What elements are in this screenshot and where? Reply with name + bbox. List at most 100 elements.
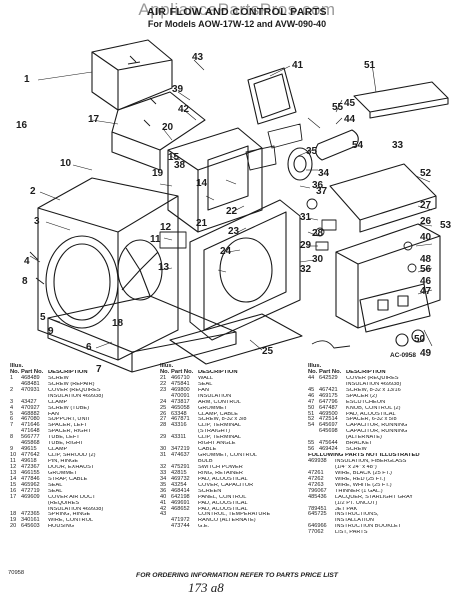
description: BRACKET	[346, 441, 373, 447]
col-header-desc: DESCRIPTION	[198, 369, 238, 375]
callout-label: 46	[420, 276, 432, 287]
table-row: (1/2 PT. UNCUT)	[308, 501, 466, 507]
part-no: 470927	[21, 404, 40, 411]
description: RING, RETAINER	[198, 470, 243, 476]
illus-no: 1	[10, 374, 14, 381]
part-no: 642198	[171, 493, 190, 500]
part-no: 466155	[21, 469, 40, 476]
description: CLAMP	[48, 447, 68, 453]
watermark: AppliancePartsPros.com	[138, 0, 336, 19]
description: SWITCH POWER	[198, 464, 243, 470]
illus-no: 31	[160, 452, 167, 459]
part-no: 473817	[171, 398, 190, 405]
description: FAN	[48, 411, 59, 417]
callout-label: 30	[312, 254, 324, 265]
callout-label: 51	[364, 60, 376, 71]
acoustical-pad	[247, 67, 297, 125]
illus-no: 26	[160, 410, 167, 417]
part-no: 43316	[171, 422, 187, 429]
escutcheon	[359, 283, 431, 333]
part-no: 472514	[319, 416, 338, 423]
callout-label: 39	[172, 84, 184, 95]
divider-wall	[189, 199, 301, 341]
illus-no: 24	[160, 398, 167, 405]
description: ESCUTCHEON	[346, 399, 386, 405]
description: DOOR, EXHAUST	[48, 464, 95, 470]
part-no: 647487	[319, 404, 338, 411]
air-flow-housing	[167, 127, 263, 233]
description: STRAP, CABLE	[48, 476, 88, 482]
control-bracket	[329, 163, 437, 233]
part-no: 645698	[319, 428, 338, 435]
illus-no: 56	[308, 446, 315, 453]
handwritten-note: 173 a8	[188, 580, 224, 595]
callout-label: 49	[420, 348, 432, 359]
description: COVER (REQUIRES	[346, 375, 399, 381]
description: WIRE, RED (25 FT.)	[335, 476, 386, 482]
air-duct-cover-top	[91, 39, 173, 111]
callout-label: 9	[48, 326, 54, 337]
illus-no: 54	[308, 422, 315, 429]
table-row: INSULATION 469938)	[308, 382, 466, 388]
description: WALL	[198, 375, 214, 381]
description: SCREW (REPAIR)	[48, 381, 95, 387]
part-no: 469691	[171, 499, 190, 506]
part-no: 469609	[21, 493, 40, 500]
illus-no: 2	[10, 386, 14, 393]
acoustical-pad-right	[353, 81, 449, 119]
callout-label: 6	[86, 342, 92, 353]
callout-label: 48	[420, 254, 432, 265]
illus-no: 51	[308, 410, 315, 417]
description: ARM, CONTROL	[198, 399, 241, 405]
illus-no: 5	[10, 410, 14, 417]
illus-no: 13	[10, 469, 17, 476]
description: G.E.	[198, 524, 210, 530]
illus-no: 46	[308, 392, 315, 399]
description: CLIP, TERMINAL	[198, 435, 242, 441]
page-title: AIR FLOW AND CONTROL PARTS	[147, 6, 327, 18]
callout-label: 31	[300, 212, 312, 223]
part-no: 471972	[171, 517, 190, 524]
callout-label: 29	[300, 240, 312, 251]
illus-no: 14	[10, 475, 17, 482]
part-no: 63348	[171, 410, 187, 417]
part-no: 472367	[21, 463, 40, 470]
col-header-illus: Illus. No.	[160, 363, 174, 375]
description: RANCO (ALTERNATE)	[198, 518, 256, 524]
part-no: 43311	[171, 434, 187, 441]
description: INSULATION 469938)	[48, 393, 104, 399]
description: PAD, ACOUSTICAL	[198, 500, 248, 506]
callout-label: 41	[292, 60, 304, 71]
callout-label: 43	[192, 52, 204, 63]
part-no: 469175	[319, 392, 338, 399]
callout-label: 35	[306, 146, 318, 157]
description: CLIP, TERMINAL	[198, 423, 242, 429]
illus-no: 40	[160, 493, 167, 500]
part-no: 466710	[171, 374, 190, 381]
not-illustrated-heading: FOLLOWING PARTS NOT ILLUSTRATED	[308, 453, 420, 459]
illus-no: 34	[160, 475, 167, 482]
description: WIRE, CONTROL	[48, 518, 94, 524]
part-no: 469938	[308, 458, 327, 464]
part-no: 475841	[171, 380, 190, 387]
part-no: 340161	[21, 517, 40, 524]
